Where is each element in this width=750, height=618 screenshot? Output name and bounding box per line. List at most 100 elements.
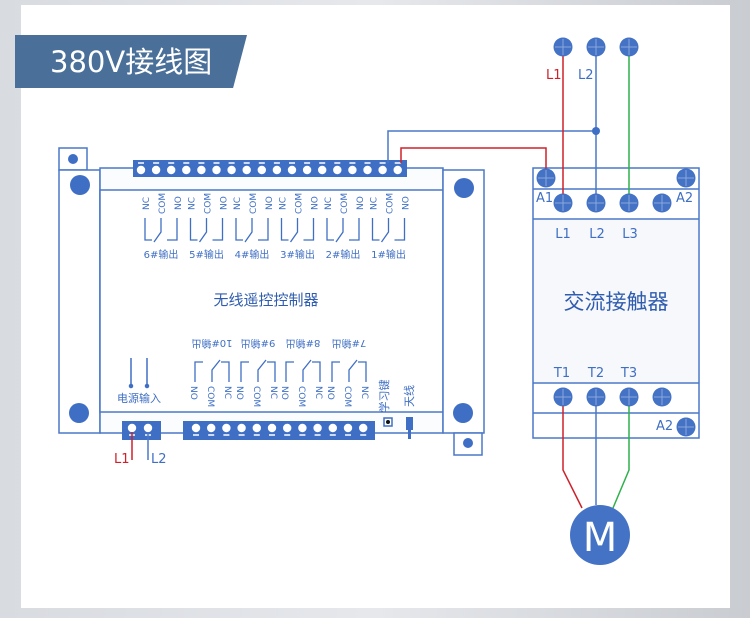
relay-contact-nc bbox=[235, 218, 243, 241]
terminal-screw[interactable] bbox=[222, 423, 231, 433]
terminal-screw[interactable] bbox=[252, 423, 261, 433]
relay-contact-com bbox=[211, 359, 221, 382]
relay-contact-nc bbox=[221, 361, 230, 382]
supply-l2-label: L2 bbox=[578, 68, 594, 83]
terminal-screw[interactable] bbox=[359, 423, 368, 433]
contactor-l3-label: L3 bbox=[622, 227, 638, 242]
relay-pin-label: NO bbox=[265, 196, 275, 210]
relay-pin-label: COM bbox=[342, 386, 352, 407]
terminal-screw[interactable] bbox=[151, 165, 161, 175]
controller-name: 无线遥控控制器 bbox=[213, 291, 318, 309]
title-banner bbox=[15, 35, 247, 88]
relay-pin-label: NO bbox=[279, 386, 289, 400]
contactor-t1-label: T1 bbox=[553, 366, 570, 381]
antenna-icon bbox=[406, 417, 413, 430]
relay-pin-label: NO bbox=[188, 386, 198, 400]
terminal-screw[interactable] bbox=[298, 423, 307, 433]
relay-contact-no bbox=[212, 218, 224, 241]
terminal-screw[interactable] bbox=[257, 165, 266, 175]
contactor-a2-label: A2 bbox=[676, 191, 693, 206]
terminal-screw[interactable] bbox=[283, 423, 292, 433]
terminal-screw[interactable] bbox=[343, 423, 353, 433]
power-terminal-strip bbox=[122, 421, 161, 440]
contactor-name: 交流接触器 bbox=[564, 290, 669, 314]
relay-contact-no bbox=[258, 218, 269, 241]
relay-contact-nc bbox=[144, 218, 152, 241]
output-label: 2#输出 bbox=[326, 248, 361, 261]
terminal-screw[interactable] bbox=[212, 165, 221, 175]
terminal-screw[interactable] bbox=[318, 165, 327, 175]
output-label: 8#输出 bbox=[286, 337, 321, 350]
output-label: 3#输出 bbox=[280, 248, 315, 261]
output-label: 6#输出 bbox=[144, 248, 179, 261]
arrow-down-icon bbox=[144, 383, 150, 389]
arrow-down-icon bbox=[128, 383, 134, 389]
relay-pin-label: NC bbox=[324, 197, 334, 210]
terminal-screw[interactable] bbox=[313, 423, 322, 433]
motor-icon bbox=[570, 505, 630, 565]
output-label: 9#输出 bbox=[241, 337, 276, 350]
terminal-screw[interactable] bbox=[182, 165, 191, 175]
relay-contact-com bbox=[153, 218, 162, 243]
output-label: 4#输出 bbox=[235, 248, 270, 261]
relay-pin-label: NC bbox=[279, 197, 289, 210]
contactor-l2-label: L2 bbox=[589, 227, 605, 242]
terminal-screw[interactable] bbox=[227, 165, 236, 175]
terminal-screw[interactable] bbox=[393, 165, 402, 175]
relay-contact-no bbox=[303, 218, 315, 241]
terminal-screw[interactable] bbox=[267, 423, 277, 433]
terminal-screw[interactable] bbox=[242, 165, 251, 175]
terminal-screw[interactable] bbox=[348, 165, 357, 175]
mount-hole-icon bbox=[453, 403, 473, 423]
motor-label: M bbox=[583, 515, 618, 561]
controller-right-rail bbox=[442, 169, 485, 434]
contactor-t2-label: T2 bbox=[587, 366, 604, 381]
learn-key-label: 学习键 bbox=[377, 380, 391, 413]
relay-pin-label: COM bbox=[158, 193, 168, 214]
terminal-screw[interactable] bbox=[127, 423, 137, 433]
contactor-a2-bottom-label: A2 bbox=[656, 419, 673, 434]
relay-pin-label: NO bbox=[325, 386, 335, 400]
terminal-screw[interactable] bbox=[378, 165, 387, 175]
terminal-screw[interactable] bbox=[167, 165, 176, 175]
terminal-screw[interactable] bbox=[197, 165, 206, 175]
relay-contact-com bbox=[302, 359, 312, 382]
terminal-screw[interactable] bbox=[328, 423, 337, 433]
relay-contact-nc bbox=[371, 218, 380, 241]
relay-pin-label: NC bbox=[142, 197, 152, 210]
learn-key-dot bbox=[386, 420, 390, 424]
antenna-stem bbox=[408, 430, 411, 439]
relay-pin-label: COM bbox=[295, 193, 305, 214]
mount-hole-icon bbox=[69, 403, 89, 423]
relay-pin-label: NO bbox=[311, 196, 321, 210]
terminal-screw[interactable] bbox=[207, 423, 216, 433]
terminal-screw[interactable] bbox=[191, 423, 201, 433]
terminal-screw[interactable] bbox=[333, 165, 342, 175]
relay-pin-label: NC bbox=[222, 386, 232, 399]
relay-contact-no bbox=[285, 361, 294, 382]
relay-contact-com bbox=[380, 218, 390, 243]
terminal-screw[interactable] bbox=[302, 165, 312, 175]
relay-contact-nc bbox=[358, 361, 367, 382]
relay-pin-label: COM bbox=[340, 193, 350, 214]
terminal-screw[interactable] bbox=[287, 165, 297, 175]
terminal-screw[interactable] bbox=[237, 423, 246, 433]
relay-pin-label: NC bbox=[359, 386, 369, 399]
terminal-screw[interactable] bbox=[363, 165, 372, 175]
relay-contact-com bbox=[257, 359, 267, 382]
relay-pin-label: COM bbox=[205, 386, 215, 407]
relay-pin-label: NO bbox=[174, 196, 184, 210]
output-label: 1#输出 bbox=[371, 248, 406, 261]
relay-pin-label: NO bbox=[402, 196, 412, 210]
relay-contact-com bbox=[289, 218, 299, 243]
relay-pin-label: COM bbox=[204, 193, 214, 214]
power-l1-label: L1 bbox=[114, 452, 130, 467]
terminal-screw[interactable] bbox=[136, 165, 146, 175]
relay-contact-no bbox=[167, 218, 178, 241]
terminal-screw[interactable] bbox=[143, 423, 153, 433]
relay-pin-label: NO bbox=[220, 196, 230, 210]
terminal-screw[interactable] bbox=[272, 165, 282, 175]
mount-hole-icon bbox=[68, 154, 78, 164]
output-label: 5#输出 bbox=[189, 248, 224, 261]
